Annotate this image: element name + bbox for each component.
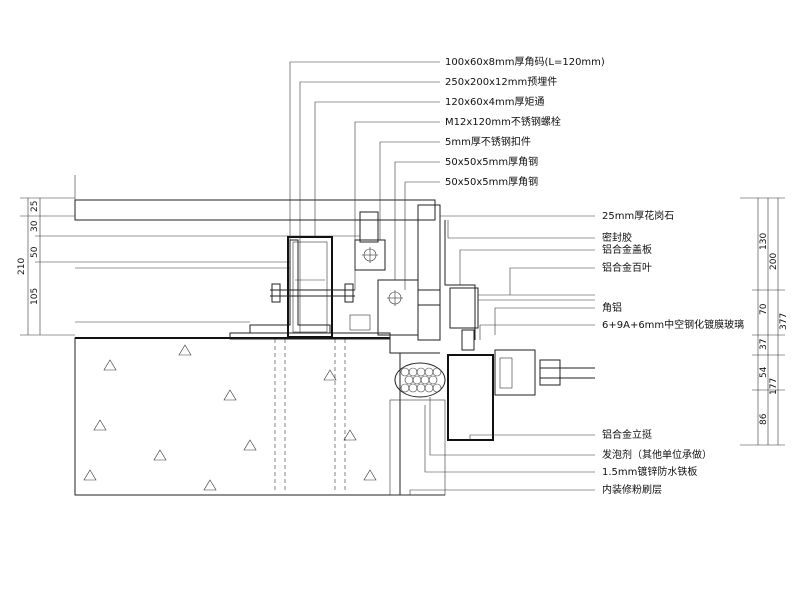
label-embedded-part: 250x200x12mm预埋件 xyxy=(445,76,557,88)
dim-right-70: 70 xyxy=(759,303,769,315)
label-mullion: 铝合金立挺 xyxy=(602,428,652,441)
leaders-top xyxy=(289,61,440,333)
plaster-layer xyxy=(389,352,446,496)
dim-left-50: 50 xyxy=(30,246,40,258)
dim-left-30: 30 xyxy=(30,220,40,232)
bolt xyxy=(270,283,355,303)
dims-left: 25 30 50 105 210 xyxy=(17,175,76,336)
dim-right-200: 200 xyxy=(769,253,779,270)
dim-right-37: 37 xyxy=(759,339,769,350)
dim-right-86: 86 xyxy=(759,413,769,425)
rectangular-tube xyxy=(287,236,333,338)
dims-right: 130 200 70 377 37 54 177 86 xyxy=(740,197,789,446)
embedded-plate xyxy=(229,332,391,490)
label-plaster: 内装修粉刷层 xyxy=(602,483,662,496)
dim-left-105: 105 xyxy=(30,288,40,305)
labels-right: 25mm厚花岗石 密封胶 铝合金盖板 铝合金百叶 角铝 6+9A+6mm中空钢化… xyxy=(602,209,744,496)
granite-slab xyxy=(74,199,436,323)
foam-sealant xyxy=(394,362,446,398)
leaders-right xyxy=(409,215,595,495)
label-angle-code: 100x60x8mm厚角码(L=120mm) xyxy=(445,56,605,68)
label-glass: 6+9A+6mm中空钢化镀膜玻璃 xyxy=(602,318,744,331)
angle-steel xyxy=(349,279,440,336)
concrete-slab xyxy=(74,337,445,496)
label-galvanized-sheet: 1.5mm镀锌防水铁板 xyxy=(602,465,697,478)
dim-left-25: 25 xyxy=(30,201,40,212)
granite-vertical xyxy=(417,204,441,341)
dim-right-377: 377 xyxy=(779,313,789,330)
aluminum-mullion xyxy=(447,329,595,441)
angle-bracket xyxy=(249,239,331,333)
label-angle-aluminum: 角铝 xyxy=(602,302,622,314)
dim-right-177: 177 xyxy=(769,378,779,395)
labels-top: 100x60x8mm厚角码(L=120mm) 250x200x12mm预埋件 1… xyxy=(445,56,605,188)
label-angle-steel-1: 50x50x5mm厚角钢 xyxy=(445,155,538,168)
dim-right-54: 54 xyxy=(759,366,769,378)
dim-right-130: 130 xyxy=(759,233,769,250)
aluminum-cover xyxy=(444,220,595,340)
label-louvre: 铝合金百叶 xyxy=(602,261,652,274)
label-foam: 发泡剂（其他单位承做） xyxy=(602,448,712,461)
steel-clip xyxy=(354,211,386,271)
label-clip: 5mm厚不锈钢扣件 xyxy=(445,135,531,148)
label-angle-steel-2: 50x50x5mm厚角钢 xyxy=(445,175,538,188)
label-cover-plate: 铝合金盖板 xyxy=(602,243,652,256)
label-rect-tube: 120x60x4mm厚矩通 xyxy=(445,95,545,108)
label-sealant: 密封胶 xyxy=(602,231,632,244)
label-granite: 25mm厚花岗石 xyxy=(602,209,674,222)
dim-left-210: 210 xyxy=(17,258,27,275)
label-bolt: M12x120mm不锈钢螺栓 xyxy=(445,115,561,128)
